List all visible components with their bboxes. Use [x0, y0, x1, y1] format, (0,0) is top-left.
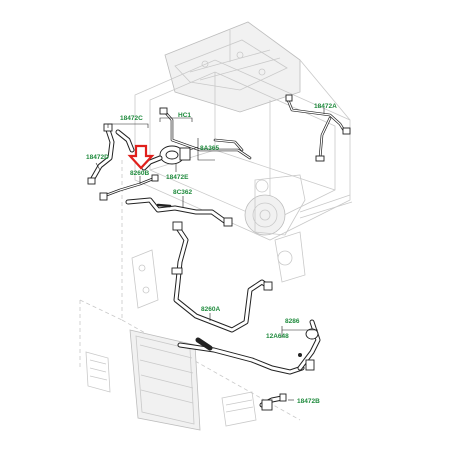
callout-18472B: 18472B [297, 398, 320, 405]
hose-8286 [297, 319, 321, 371]
ghost-intake-manifold [164, 21, 301, 113]
hose-18472A [285, 94, 351, 162]
hose-18472C [87, 123, 135, 185]
hose-lower-return [177, 337, 305, 375]
callout-8C362: 8C362 [173, 189, 193, 196]
hose-8260B [99, 174, 159, 201]
hose-18472B [259, 393, 287, 411]
ghost-bracket-left [131, 249, 159, 309]
ghost-intercooler [85, 351, 111, 393]
ghost-bottom-unit [221, 391, 257, 427]
callout-18472C: 18472C [120, 115, 143, 122]
ghost-engine-block [134, 30, 351, 241]
callout-HC1: HC1 [178, 112, 191, 119]
callout-8260B: 8260B [130, 170, 149, 177]
thermostat-housing [141, 145, 191, 171]
hose-HC1 [159, 107, 252, 160]
ghost-radiator [129, 329, 201, 431]
highlight-arrow-icon [127, 144, 155, 170]
callout-18472A: 18472A [314, 103, 337, 110]
callout-8A365: 8A365 [200, 145, 220, 152]
callout-8286: 8286 [285, 318, 300, 325]
ghost-water-pump [244, 174, 353, 283]
hose-8C362 [125, 197, 233, 227]
callout-18472D: 18472D [86, 154, 109, 161]
hose-8260A [171, 221, 273, 333]
leader-lines [95, 108, 325, 401]
callout-12A648: 12A648 [266, 333, 289, 340]
callout-18472E: 18472E [166, 174, 189, 181]
callout-8260A: 8260A [201, 306, 220, 313]
